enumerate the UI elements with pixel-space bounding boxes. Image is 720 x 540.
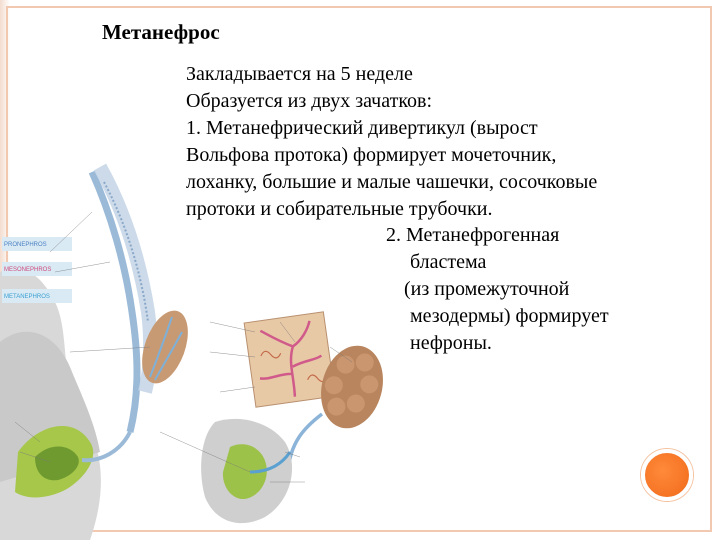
blastema-text: 2. Метанефрогенная бластема (из промежут…: [386, 222, 609, 357]
tubule-row: [103, 181, 149, 323]
body-line: Образуется из двух зачатков:: [186, 90, 433, 112]
decorative-orange-circle: [641, 449, 693, 501]
fetal-kidney: [321, 345, 383, 429]
mesonephric-duct: [88, 170, 141, 433]
body-line: лоханку, большие и малые чашечки, сосочк…: [186, 171, 598, 193]
body-line: нефроны.: [410, 332, 492, 354]
leader-lines: [14, 211, 353, 483]
stage-legend-box: [2, 262, 72, 276]
body-line: протоки и собирательные трубочки.: [186, 198, 493, 220]
lower-green-region: [222, 444, 267, 500]
collecting-tree: [259, 320, 323, 397]
slide-title: Метанефрос: [102, 20, 220, 44]
body-line: Закладывается на 5 неделе: [186, 63, 413, 85]
duct-to-cloaca: [81, 431, 132, 463]
stage-label-pronephros: PRONEPHROS: [4, 242, 47, 248]
lower-duct: [249, 451, 292, 474]
body-line: бластема: [410, 251, 487, 273]
kidney-collecting-ducts: [149, 316, 183, 381]
body-line: 1. Метанефрический дивертикул (вырост: [186, 117, 538, 139]
body-line: мезодермы) формирует: [410, 305, 609, 327]
stage-label-metanephros: METANEPHROS: [4, 294, 50, 300]
body-line: 2. Метанефрогенная: [386, 224, 560, 246]
nephron-section-magnified: [243, 311, 336, 408]
ureter: [286, 412, 324, 473]
body-line: (из промежуточной: [404, 278, 570, 300]
slide-body: Закладывается на 5 неделе Образуется из …: [186, 61, 706, 223]
body-line: Вольфова протока) формирует мочеточник,: [186, 144, 557, 166]
stage-label-mesonephros: MESONEPHROS: [4, 267, 51, 273]
kidney-development-illustration: PRONEPHROS MESONEPHROS METANEPHROS: [0, 163, 383, 540]
cloaca-inner: [35, 446, 79, 481]
stage-legend-box: [2, 289, 72, 303]
